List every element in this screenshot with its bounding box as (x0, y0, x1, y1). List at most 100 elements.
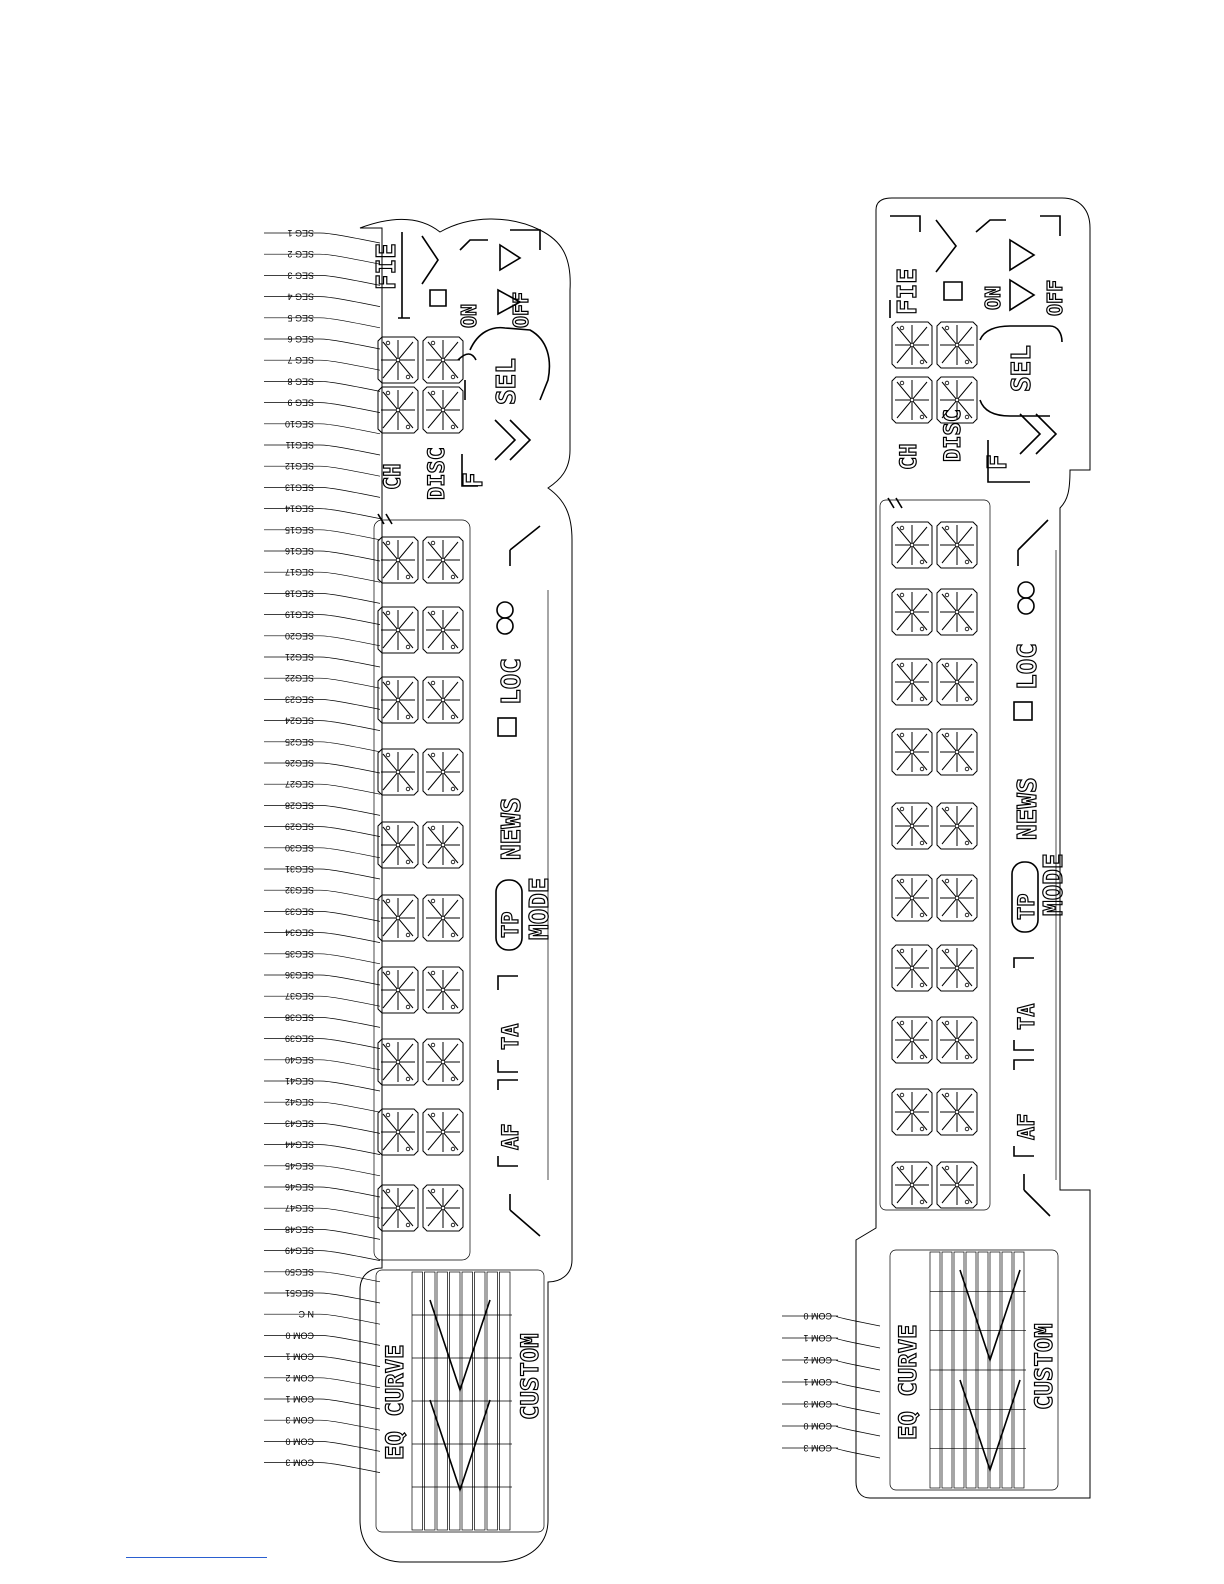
left-pin-line (264, 296, 381, 307)
left-pin-line (264, 1101, 381, 1113)
left-digit-4-b (422, 748, 464, 796)
left-pin-line (264, 529, 381, 541)
right-pin-line (782, 1447, 881, 1459)
prev-icon-r (1019, 413, 1058, 455)
left-pin-line (264, 1377, 381, 1389)
left-pin-line (264, 1250, 381, 1261)
eq-chevrons (429, 1299, 491, 1493)
right-top-icons: FIE ON OFF SEL CH DISC F (887, 215, 1068, 509)
af-bracket-r (1013, 1059, 1034, 1157)
right-pin-lines (782, 1315, 881, 1459)
right-digit-1-a (891, 521, 933, 569)
right-digit-8-b (936, 1016, 978, 1064)
left-pin-line (264, 232, 381, 244)
right-digit-7-b (936, 944, 978, 992)
right-digit-2-b (936, 588, 978, 636)
f-label: F (459, 472, 489, 488)
left-pin-line (264, 677, 381, 689)
left-pin-line (264, 253, 381, 265)
left-digit-2-b (422, 606, 464, 654)
left-pin-line (264, 444, 381, 456)
left-pin-line (264, 762, 381, 774)
left-digit-4-a (377, 748, 419, 796)
left-pin-line (264, 826, 381, 837)
af-label-r: AF (1015, 1114, 1040, 1141)
corner-bracket-bottom (509, 1194, 541, 1237)
right-pin-line (782, 1315, 881, 1327)
loc-box-icon (497, 717, 517, 737)
on-label: ON (457, 304, 481, 328)
sel-pod-outline (469, 326, 551, 401)
f-bracket (461, 454, 478, 487)
footer-rule (126, 1557, 267, 1558)
eq-curve-label-r: EQ CURVE (894, 1324, 922, 1440)
left-pin-line (264, 932, 381, 943)
left-pin-line (264, 953, 381, 965)
left-pin-line (264, 571, 381, 583)
left-pin-line (264, 1229, 381, 1240)
loc-label: LOC (497, 658, 527, 705)
eq-curve-label: EQ CURVE (381, 1344, 409, 1460)
disc-label: DISC (425, 447, 450, 500)
tp-box (495, 879, 523, 951)
right-digit-3-a (891, 658, 933, 706)
ai-icon (510, 229, 541, 250)
sel-pod-r (979, 325, 1063, 417)
small-v-icons-r (887, 497, 903, 509)
left-pin-line (264, 1165, 381, 1177)
left-digit-top2-b (422, 386, 464, 434)
right-digit-6-b (936, 874, 978, 922)
left-pin-line (264, 699, 381, 710)
right-digit-4-a (891, 728, 933, 776)
right-digit-7-a (891, 944, 933, 992)
custom-label-r: CUSTOM (1030, 1323, 1058, 1410)
loop-icon-b-r (1017, 597, 1035, 615)
right-digit-5-b (936, 802, 978, 850)
tp-label-r: TP (1015, 894, 1040, 921)
left-pin-line (264, 1292, 381, 1304)
left-digit-3-b (422, 676, 464, 724)
left-digit-5-b (422, 821, 464, 869)
right-digit-top2-a (891, 376, 933, 424)
left-digit-top1-a (377, 336, 419, 384)
left-digit-top2-a (377, 386, 419, 434)
left-pin-line (264, 1441, 381, 1452)
eq-bars (411, 1271, 512, 1531)
left-pin-line (264, 1271, 381, 1283)
left-pin-line (264, 1207, 381, 1219)
left-pin-line (264, 338, 381, 350)
left-pin-line (264, 1313, 381, 1325)
right-digit-1-b (936, 521, 978, 569)
right-pin-line (782, 1359, 881, 1371)
left-pin-line (264, 805, 381, 816)
v-icon-r (935, 219, 963, 301)
left-pin-line (264, 508, 381, 519)
right-digit-frame (879, 499, 991, 1211)
left-digit-10-b (422, 1184, 464, 1232)
left-pin-line (264, 1335, 381, 1346)
right-digit-10-a (891, 1161, 933, 1209)
left-digit-1-b (422, 536, 464, 584)
left-pin-line (264, 656, 381, 668)
right-digit-9-b (936, 1088, 978, 1136)
right-digit-8-a (891, 1016, 933, 1064)
left-pin-line (264, 1123, 381, 1134)
disc-label-r: DISC (941, 409, 966, 462)
left-pin-line (264, 1080, 381, 1092)
right-pin-line (782, 1337, 881, 1349)
off-label-r: OFF (1043, 280, 1067, 316)
left-digit-2-a (377, 606, 419, 654)
left-pin-line (264, 1038, 381, 1049)
eq-frame-r (889, 1249, 1059, 1491)
triangle-icons (497, 243, 522, 316)
left-eq-block: EQ CURVE CUSTOM (375, 1269, 545, 1533)
left-digit-6-b (422, 894, 464, 942)
ta-bracket (497, 975, 518, 1073)
small-v-icons (377, 513, 393, 525)
right-digit-5-a (891, 802, 933, 850)
right-digit-top1-a (891, 321, 933, 369)
corner-bracket-bottom-r (1023, 1174, 1051, 1217)
tp-label: TP (499, 912, 524, 939)
